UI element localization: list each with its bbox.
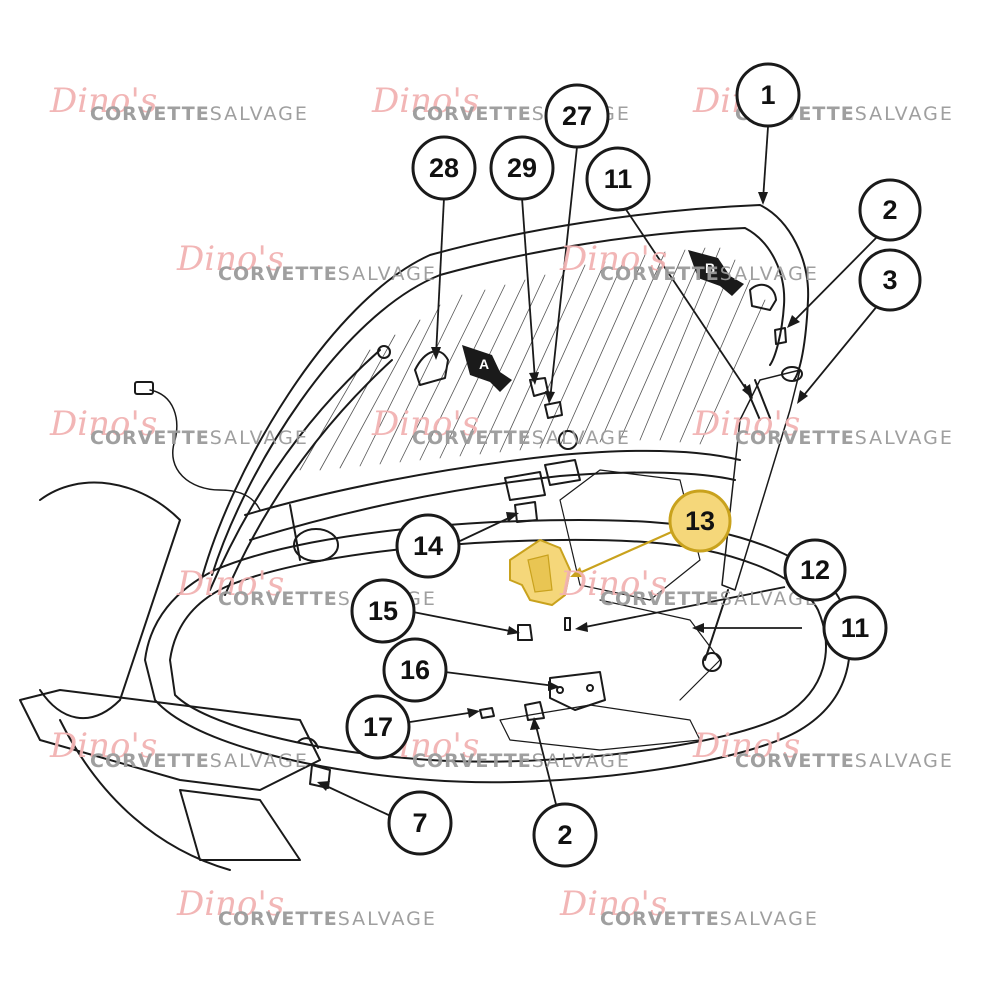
svg-text:Dino's: Dino's	[49, 726, 157, 766]
watermark-r3c3: Dino's CORVETTESALVAGE	[692, 404, 954, 449]
svg-text:CORVETTESALVAGE: CORVETTESALVAGE	[600, 263, 819, 285]
svg-text:Dino's: Dino's	[49, 81, 157, 121]
gas-strut-body	[721, 369, 801, 591]
svg-text:CORVETTESALVAGE: CORVETTESALVAGE	[90, 427, 309, 449]
svg-text:CORVETTESALVAGE: CORVETTESALVAGE	[412, 427, 631, 449]
callout-15[interactable]: 15	[350, 578, 416, 644]
svg-text:CORVETTESALVAGE: CORVETTESALVAGE	[412, 750, 631, 772]
watermark-r1c3: Dino's CORVETTESALVAGE	[692, 81, 952, 125]
svg-text:2: 2	[557, 820, 572, 850]
callout-11-top[interactable]: 11	[585, 146, 651, 212]
watermark-r1c1: Dino's CORVETTESALVAGE	[49, 81, 309, 125]
svg-text:Dino's: Dino's	[49, 404, 157, 444]
watermark-r3c1: Dino's CORVETTESALVAGE	[49, 404, 309, 449]
svg-text:17: 17	[363, 712, 393, 742]
nut-2-lower	[524, 701, 545, 721]
leader-lines	[321, 126, 879, 821]
svg-text:27: 27	[562, 101, 592, 131]
callout-28[interactable]: 28	[411, 135, 477, 201]
hinge-14	[504, 471, 546, 501]
callout-16[interactable]: 16	[382, 637, 448, 703]
highlighted-part-13	[509, 538, 572, 607]
callout-11-right[interactable]: 11	[822, 595, 888, 661]
svg-text:CORVETTESALVAGE: CORVETTESALVAGE	[600, 908, 819, 930]
svg-text:CORVETTESALVAGE: CORVETTESALVAGE	[218, 908, 437, 930]
callout-2-bottom[interactable]: 2	[532, 802, 598, 868]
watermark-r5c1: Dino's CORVETTESALVAGE	[49, 726, 309, 772]
left-hinge-arm	[209, 349, 381, 591]
svg-text:16: 16	[400, 655, 430, 685]
svg-text:Dino's: Dino's	[692, 726, 800, 766]
watermark-r2c2: Dino's CORVETTESALVAGE	[559, 239, 819, 285]
leader-arrowheads	[317, 192, 808, 791]
watermark-r6c1: Dino's CORVETTESALVAGE	[176, 884, 437, 930]
svg-text:Dino's: Dino's	[371, 404, 479, 444]
svg-text:Dino's: Dino's	[176, 564, 284, 604]
svg-text:2: 2	[882, 195, 897, 225]
left-quarter-panel	[39, 481, 181, 719]
bracket-28	[414, 350, 449, 386]
svg-text:11: 11	[604, 164, 633, 194]
svg-text:12: 12	[800, 555, 830, 585]
callouts: 1 2 3 27 28 29 11 12	[345, 62, 922, 868]
bolt-17	[479, 707, 495, 719]
svg-text:B: B	[705, 260, 715, 276]
svg-text:Dino's: Dino's	[559, 564, 667, 604]
svg-text:14: 14	[413, 531, 443, 561]
svg-text:Dino's: Dino's	[371, 81, 479, 121]
callout-2-top[interactable]: 2	[858, 178, 922, 242]
svg-text:28: 28	[429, 153, 459, 183]
watermark-r2c1: Dino's CORVETTESALVAGE	[176, 239, 437, 285]
svg-text:Dino's: Dino's	[559, 239, 667, 279]
callout-29[interactable]: 29	[489, 135, 555, 201]
clip-7	[309, 764, 331, 789]
svg-text:Dino's: Dino's	[559, 884, 667, 924]
watermark-r3c2: Dino's CORVETTESALVAGE	[371, 404, 631, 449]
svg-text:Dino's: Dino's	[692, 404, 800, 444]
bracket-b	[749, 283, 777, 311]
svg-text:CORVETTESALVAGE: CORVETTESALVAGE	[735, 427, 954, 449]
callout-3[interactable]: 3	[858, 248, 922, 312]
view-arrow-b: B	[688, 250, 744, 296]
watermark-r4c2: Dino's CORVETTESALVAGE	[559, 564, 819, 610]
bracket-27	[544, 401, 563, 419]
view-arrow-a: A	[462, 345, 512, 392]
glass-outer-frame	[199, 204, 810, 586]
callout-1[interactable]: 1	[735, 62, 801, 128]
glass-hatching	[299, 247, 766, 471]
svg-text:15: 15	[368, 596, 398, 626]
svg-text:CORVETTESALVAGE: CORVETTESALVAGE	[90, 750, 309, 772]
svg-text:A: A	[479, 356, 489, 372]
svg-text:13: 13	[685, 506, 715, 536]
pin-2-top	[774, 327, 787, 345]
svg-text:3: 3	[882, 265, 897, 295]
bolt-15	[517, 624, 533, 641]
svg-text:CORVETTESALVAGE: CORVETTESALVAGE	[600, 588, 819, 610]
callout-7[interactable]: 7	[387, 790, 453, 856]
callout-17[interactable]: 17	[345, 694, 411, 760]
latch-bracket	[549, 671, 606, 711]
callout-27[interactable]: 27	[544, 83, 610, 149]
callout-12[interactable]: 12	[783, 538, 847, 602]
svg-text:29: 29	[507, 153, 537, 183]
svg-text:1: 1	[760, 80, 775, 110]
bolt-12	[564, 617, 571, 631]
callout-14[interactable]: 14	[395, 513, 461, 579]
watermark-r5c3: Dino's CORVETTESALVAGE	[692, 726, 954, 772]
svg-text:Dino's: Dino's	[176, 239, 284, 279]
svg-text:CORVETTESALVAGE: CORVETTESALVAGE	[735, 750, 954, 772]
svg-text:7: 7	[412, 808, 427, 838]
svg-text:CORVETTESALVAGE: CORVETTESALVAGE	[90, 103, 309, 125]
svg-text:Dino's: Dino's	[176, 884, 284, 924]
callout-13[interactable]: 13	[668, 489, 732, 553]
wiring-harness	[149, 389, 261, 511]
svg-text:11: 11	[841, 613, 870, 643]
rear-header-bar	[244, 449, 741, 516]
watermark-r6c2: Dino's CORVETTESALVAGE	[559, 884, 819, 930]
glass-inner-frame	[211, 227, 786, 576]
watermarks: Dino's CORVETTESALVAGE Dino's CORVETTESA…	[49, 81, 954, 930]
svg-text:CORVETTESALVAGE: CORVETTESALVAGE	[218, 263, 437, 285]
